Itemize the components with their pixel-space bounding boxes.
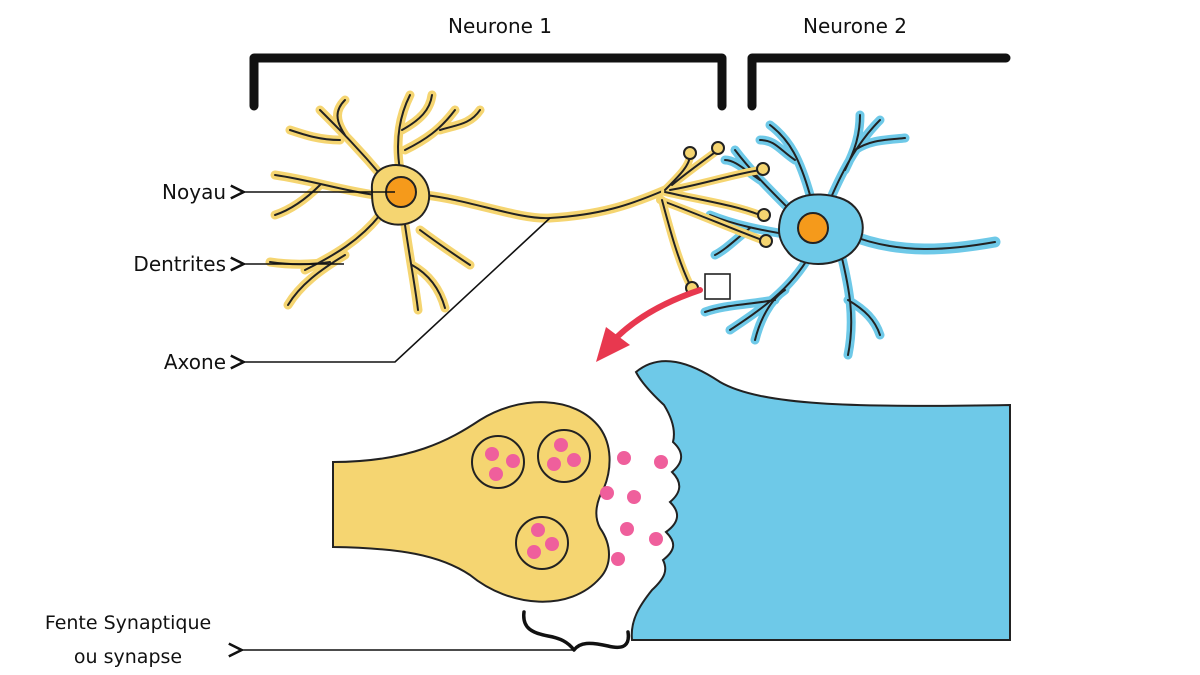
synaptic-vesicle [471, 435, 525, 489]
synaptic-cleft-brace [240, 610, 631, 650]
neuron1-bracket [249, 53, 727, 111]
neuron1-cell [265, 90, 773, 315]
synaptic-cleft-label: Fente Synaptique [45, 612, 211, 634]
neuron2-nucleus [797, 212, 829, 244]
synaptic-cleft-label-line2: ou synapse [74, 646, 182, 668]
synaptic-vesicle [515, 516, 569, 570]
dendrites-label: Dentrites [133, 252, 226, 276]
curved-red-arrow-icon [596, 287, 703, 362]
zoom-box-icon [704, 273, 731, 300]
axon-label: Axone [164, 350, 226, 374]
postsynaptic-dendrite [630, 360, 1011, 641]
neuron2-bracket [747, 53, 1011, 111]
neurotransmitter [600, 451, 668, 566]
neuron2-title: Neurone 2 [803, 14, 907, 38]
neuron1-title: Neurone 1 [448, 14, 552, 38]
nucleus-label: Noyau [162, 180, 226, 204]
axon-leader [242, 217, 551, 362]
synaptic-vesicle [537, 429, 591, 483]
